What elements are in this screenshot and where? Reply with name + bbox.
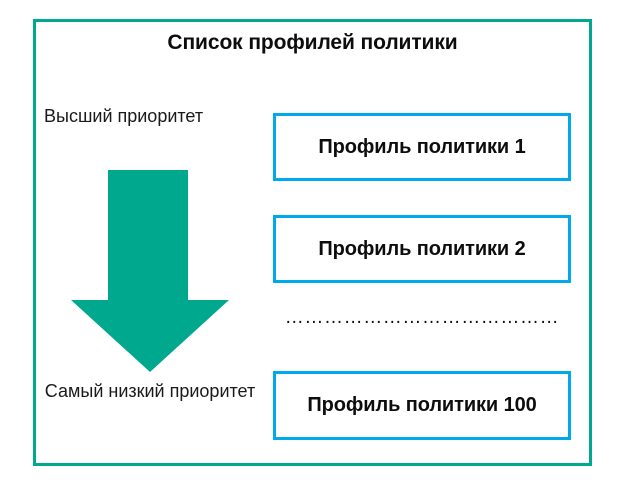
- policy-profile-box-1[interactable]: Профиль политики 1: [273, 113, 571, 181]
- policy-profile-box-2[interactable]: Профиль политики 2: [273, 215, 571, 283]
- profile-list-ellipsis: ……………………………………: [284, 307, 560, 328]
- policy-profile-label: Профиль политики 100: [307, 394, 537, 416]
- page-title: Список профилей политики: [167, 31, 458, 54]
- policy-profile-label: Профиль политики 2: [318, 237, 526, 260]
- policy-profile-label: Профиль политики 1: [318, 135, 526, 158]
- highest-priority-label: Высший приоритет: [44, 106, 204, 126]
- policy-profile-box-100[interactable]: Профиль политики 100: [273, 371, 571, 440]
- lowest-priority-label: Самый низкий приоритет: [44, 381, 256, 401]
